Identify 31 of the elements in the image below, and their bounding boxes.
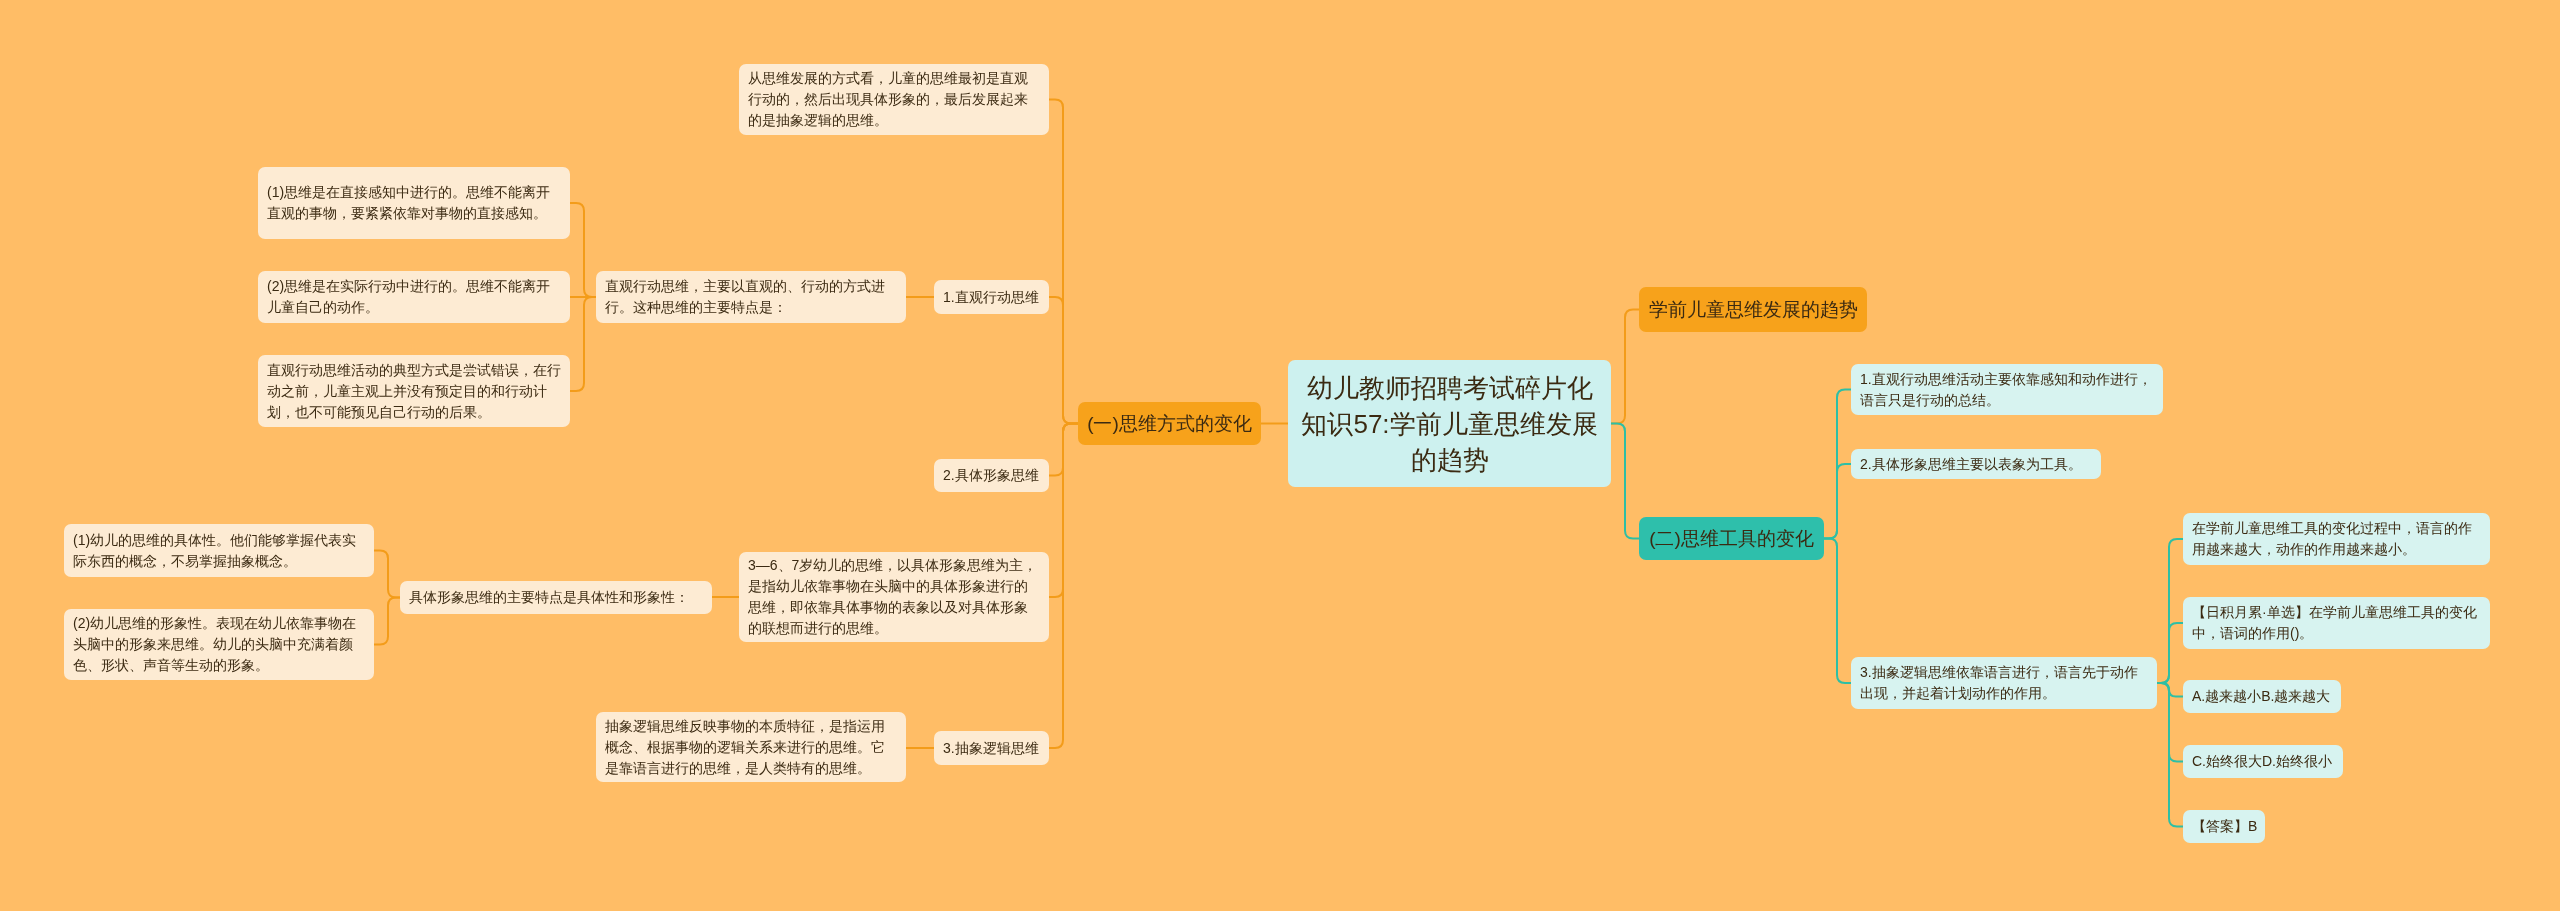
connector-line bbox=[1048, 422, 1079, 749]
branch-topic: (二)思维工具的变化 bbox=[1639, 517, 1824, 560]
subtopic-box: 1.直观行动思维 bbox=[934, 280, 1049, 314]
connector-line bbox=[373, 596, 401, 646]
note-box: A.越来越小B.越来越大 bbox=[2183, 680, 2341, 713]
connector-line bbox=[905, 296, 935, 298]
subtopic-box: 2.具体形象思维 bbox=[934, 459, 1049, 492]
connector-line bbox=[905, 747, 935, 749]
note-box: (1)幼儿的思维的具体性。他们能够掌握代表实际东西的概念，不易掌握抽象概念。 bbox=[64, 524, 374, 577]
branch-topic: (一)思维方式的变化 bbox=[1078, 402, 1261, 445]
note-box: 2.具体形象思维主要以表象为工具。 bbox=[1851, 449, 2101, 479]
note-box: 1.直观行动思维活动主要依靠感知和动作进行，语言只是行动的总结。 bbox=[1851, 364, 2163, 415]
note-box: 3—6、7岁幼儿的思维，以具体形象思维为主，是指幼儿依靠事物在头脑中的具体形象进行的思维，即依靠具体事物的表象以及对具体形象的联想而进行的思维。 bbox=[739, 552, 1049, 642]
note-box: 直观行动思维，主要以直观的、行动的方式进行。这种思维的主要特点是： bbox=[596, 271, 906, 323]
note-box: 从思维发展的方式看，儿童的思维最初是直观行动的，然后出现具体形象的，最后发展起来的是抽象逻辑的思维。 bbox=[739, 64, 1049, 135]
note-box: 具体形象思维的主要特点是具体性和形象性： bbox=[400, 581, 712, 614]
note-box: (2)思维是在实际行动中进行的。思维不能离开儿童自己的动作。 bbox=[258, 271, 570, 323]
note-box: C.始终很大D.始终很小 bbox=[2183, 745, 2343, 778]
connector-line bbox=[711, 596, 740, 598]
note-box: 抽象逻辑思维反映事物的本质特征，是指运用概念、根据事物的逻辑关系来进行的思维。它是靠语言进行的思维，是人类特有的思维。 bbox=[596, 712, 906, 782]
subtopic-box: 3.抽象逻辑思维 bbox=[934, 731, 1049, 765]
connector-line bbox=[1260, 422, 1289, 425]
central-topic: 幼儿教师招聘考试碎片化知识57:学前儿童思维发展的趋势 bbox=[1288, 360, 1611, 487]
note-box: 【答案】B bbox=[2183, 810, 2265, 843]
note-box: 3.抽象逻辑思维依靠语言进行，语言先于动作出现，并起着计划动作的作用。 bbox=[1851, 657, 2157, 709]
note-box: (1)思维是在直接感知中进行的。思维不能离开直观的事物，要紧紧依靠对事物的直接感知。 bbox=[258, 167, 570, 239]
note-box: 直观行动思维活动的典型方式是尝试错误，在行动之前，儿童主观上并没有预定目的和行动计划，也不可能预见自己行动的后果。 bbox=[258, 355, 570, 427]
branch-topic: 学前儿童思维发展的趋势 bbox=[1639, 287, 1867, 332]
note-box: 在学前儿童思维工具的变化过程中，语言的作用越来越大，动作的作用越来越小。 bbox=[2183, 513, 2490, 565]
note-box: (2)幼儿思维的形象性。表现在幼儿依靠事物在头脑中的形象来思维。幼儿的头脑中充满着颜色、形状、声音等生动的形象。 bbox=[64, 609, 374, 680]
note-box: 【日积月累·单选】在学前儿童思维工具的变化中，语词的作用()。 bbox=[2183, 597, 2490, 649]
